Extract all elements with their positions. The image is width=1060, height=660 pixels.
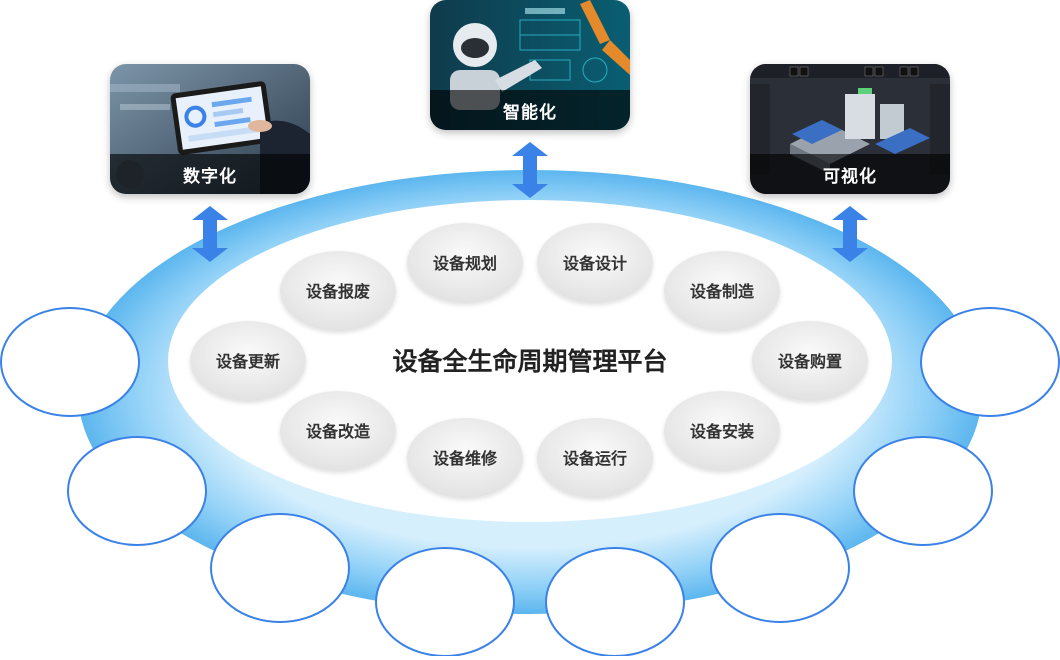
card-label-visual: 可视化 (750, 154, 950, 194)
stage-bubble-6: 设备运行 (537, 418, 653, 498)
stage-label: 设备制造 (690, 282, 755, 301)
stage-bubble-shape (407, 223, 523, 303)
stage-bubble-shape (190, 321, 306, 401)
outer-node-6 (710, 513, 850, 623)
stage-bubble-shape (537, 223, 653, 303)
stage-label: 设备维修 (433, 449, 498, 468)
stage-label: 设备运行 (563, 449, 627, 468)
stage-label: 设备规划 (433, 254, 497, 273)
stage-bubble-10: 设备报废 (280, 251, 396, 331)
arrow-visual-icon (832, 206, 868, 262)
stage-bubble-shape (537, 418, 653, 498)
card-digital: 数字化 (110, 64, 310, 194)
outer-node-2 (67, 436, 207, 546)
card-intelligent: 智能化 (430, 0, 630, 130)
stage-bubble-7: 设备维修 (407, 418, 523, 498)
stage-bubble-8: 设备改造 (280, 391, 396, 471)
stage-bubble-shape (664, 391, 780, 471)
stage-bubble-shape (407, 418, 523, 498)
stage-bubble-2: 设备设计 (537, 223, 653, 303)
stage-bubble-shape (752, 321, 868, 401)
stage-bubble-9: 设备更新 (190, 321, 306, 401)
outer-node-3 (210, 513, 350, 623)
stage-bubble-1: 设备规划 (407, 223, 523, 303)
card-label-digital: 数字化 (110, 154, 310, 194)
arrow-intelligent-icon (512, 142, 548, 198)
card-label-intelligent: 智能化 (430, 90, 630, 130)
stage-bubble-shape (280, 391, 396, 471)
center-title: 设备全生命周期管理平台 (392, 347, 667, 376)
stage-bubble-shape (664, 251, 780, 331)
stage-label: 设备报废 (306, 282, 370, 301)
stage-label: 设备更新 (216, 352, 280, 371)
outer-node-1 (0, 307, 140, 417)
stage-label: 设备设计 (563, 254, 627, 273)
outer-node-7 (853, 436, 993, 546)
stage-label: 设备购置 (778, 352, 842, 371)
stage-bubble-5: 设备安装 (664, 391, 780, 471)
stage-label: 设备安装 (690, 422, 754, 441)
arrow-digital-icon (192, 206, 228, 262)
outer-node-5 (545, 547, 685, 657)
stage-bubble-shape (280, 251, 396, 331)
stage-bubble-4: 设备购置 (752, 321, 868, 401)
stage-bubble-3: 设备制造 (664, 251, 780, 331)
card-visual: 可视化 (750, 64, 950, 194)
outer-node-4 (375, 547, 515, 657)
outer-node-8 (920, 307, 1060, 417)
stage-label: 设备改造 (306, 422, 371, 441)
